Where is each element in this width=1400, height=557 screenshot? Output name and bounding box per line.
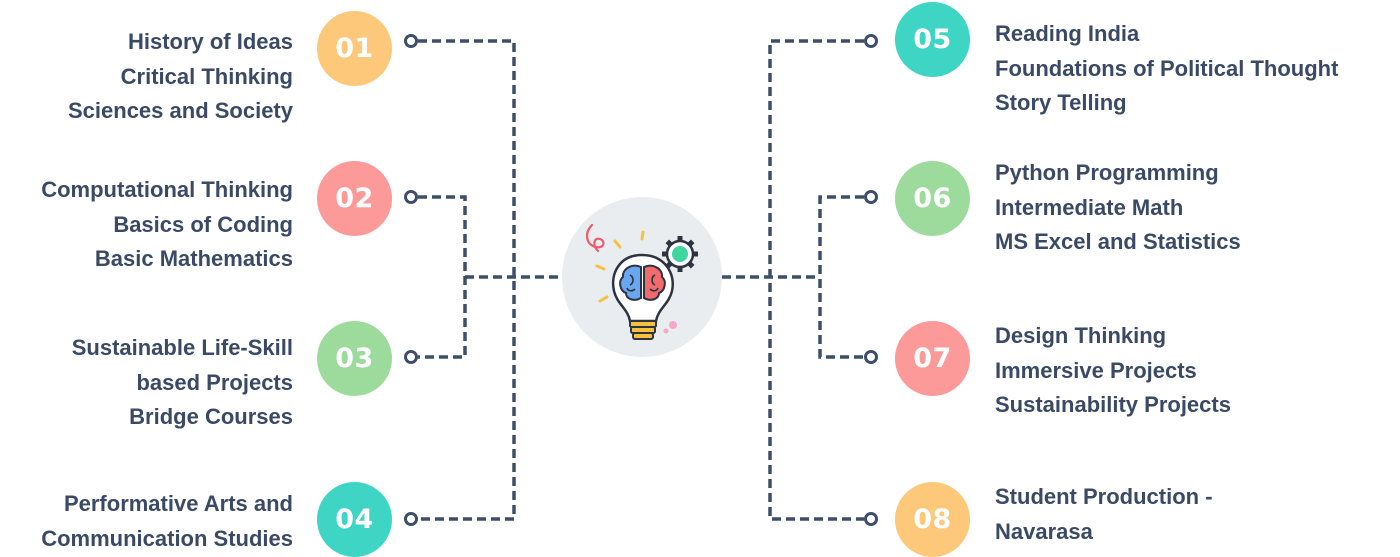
group-02-text: Computational Thinking Basics of Coding … (41, 173, 293, 277)
group-07-line-3: Sustainability Projects (995, 392, 1231, 417)
connector-dot-08 (864, 512, 878, 526)
connector-02-03 (418, 195, 467, 359)
group-06-line-3: MS Excel and Statistics (995, 229, 1241, 254)
brain-lightbulb-gear-icon (586, 223, 698, 340)
group-06-line-2: Intermediate Math (995, 194, 1184, 220)
group-04-line-1: Performative Arts and (63, 491, 293, 516)
badge-02: 02 (317, 161, 392, 236)
group-01-line-1: History of Ideas (127, 29, 293, 54)
badge-06: 06 (895, 161, 970, 236)
group-08-text: Student Production - Navarasa (995, 480, 1213, 549)
group-03-text: Sustainable Life-Skill based Projects Br… (72, 331, 293, 435)
group-05-text: Reading India Foundations of Political T… (995, 17, 1338, 121)
badge-03: 03 (317, 321, 392, 396)
group-04-line-2: Communication Studies (41, 525, 293, 551)
connector-06-07 (818, 195, 864, 359)
group-07-text: Design Thinking Immersive Projects Susta… (995, 319, 1231, 423)
connector-05-08 (768, 39, 864, 521)
group-01-text: History of Ideas Critical Thinking Scien… (68, 25, 293, 129)
group-05-line-2: Foundations of Political Thought (995, 55, 1339, 81)
group-03-line-2: based Projects (136, 369, 293, 395)
group-03-line-1: Sustainable Life-Skill (71, 335, 293, 360)
group-05-line-1: Reading India (995, 21, 1140, 46)
connector-dot-03 (404, 350, 418, 364)
badge-04: 04 (317, 482, 392, 557)
badge-08: 08 (895, 482, 970, 557)
connector-dot-04 (404, 512, 418, 526)
group-03-line-3: Bridge Courses (129, 404, 293, 429)
group-08-line-2: Navarasa (995, 518, 1093, 544)
connector-01-04 (418, 39, 516, 521)
badge-01: 01 (317, 11, 392, 86)
group-04-text: Performative Arts and Communication Stud… (41, 487, 293, 556)
group-02-line-1: Computational Thinking (41, 177, 293, 202)
connector-dot-02 (404, 190, 418, 204)
group-02-line-2: Basics of Coding (113, 211, 293, 237)
group-05-line-3: Story Telling (995, 90, 1127, 115)
group-08-line-1: Student Production - (995, 484, 1213, 509)
group-07-line-1: Design Thinking (995, 323, 1167, 348)
connector-dot-05 (864, 34, 878, 48)
center-hub (562, 197, 722, 357)
badge-05: 05 (895, 2, 970, 77)
connector-dot-06 (864, 190, 878, 204)
group-07-line-2: Immersive Projects (995, 357, 1197, 383)
group-06-text: Python Programming Intermediate Math MS … (995, 156, 1241, 260)
badge-07: 07 (895, 321, 970, 396)
connector-dot-07 (864, 350, 878, 364)
group-01-line-3: Sciences and Society (68, 98, 293, 123)
group-06-line-1: Python Programming (995, 160, 1219, 185)
connector-dot-01 (404, 34, 418, 48)
group-01-line-2: Critical Thinking (120, 63, 293, 89)
group-02-line-3: Basic Mathematics (94, 246, 293, 271)
